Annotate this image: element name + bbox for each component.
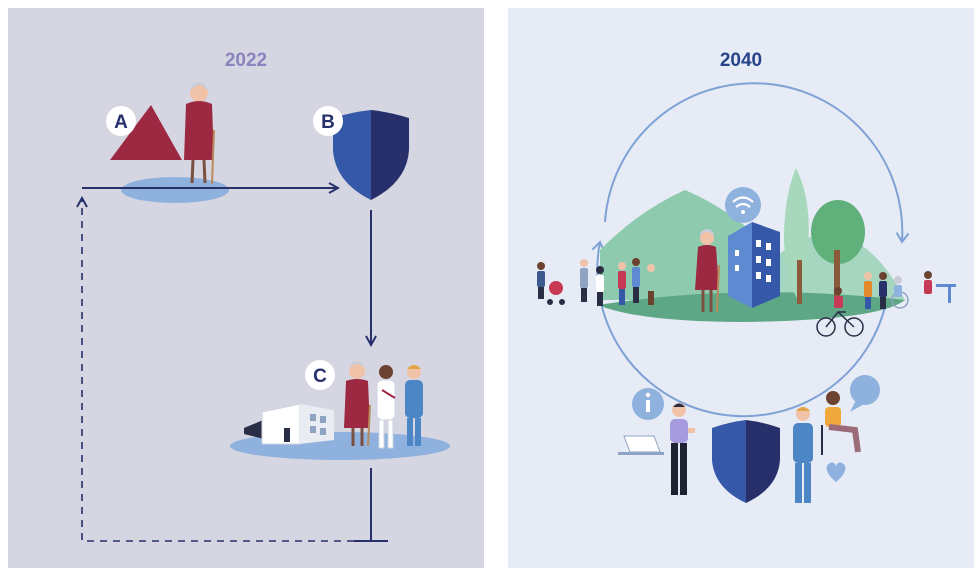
year-2022-label: 2022	[224, 50, 268, 71]
step-c-badge	[305, 360, 335, 390]
nurse-right-figure	[793, 407, 813, 503]
step-a-badge	[106, 106, 136, 136]
process-flow	[82, 177, 450, 542]
cycle-arrow-top	[604, 82, 910, 244]
info-icon	[632, 388, 664, 420]
building-icon	[728, 222, 780, 308]
elderly-patient-figure	[344, 361, 371, 447]
step-a: A	[106, 82, 215, 185]
hospital-icon	[244, 403, 334, 445]
doctor-figure	[376, 365, 396, 449]
elderly-woman-figure	[184, 82, 215, 185]
wifi-icon	[725, 187, 761, 223]
feedback-dashed-loop	[82, 198, 354, 542]
shield-icon	[333, 110, 409, 200]
step-a-letter: A	[114, 112, 128, 133]
step-a-ground	[121, 177, 229, 203]
step-b-badge	[313, 106, 343, 136]
community-scene	[537, 82, 956, 503]
speech-bubble-icon	[850, 375, 880, 412]
man-with-phone-figure	[670, 403, 695, 495]
laptop-icon	[618, 435, 664, 455]
step-b-letter: B	[321, 112, 335, 133]
step-c-letter: C	[313, 366, 327, 387]
year-2040-label: 2040	[719, 50, 763, 71]
people-group-right	[864, 271, 956, 309]
step-b: B	[313, 106, 409, 200]
seated-woman-figure	[821, 391, 861, 455]
cycle-arrow-bottom	[591, 240, 888, 418]
panel-2022: 2022	[8, 8, 484, 568]
trees	[784, 168, 865, 304]
triangle-icon	[110, 105, 182, 160]
shield-icon	[712, 420, 780, 503]
people-group-left	[537, 258, 655, 306]
step-c: C	[244, 360, 423, 449]
cyclist-figure	[816, 287, 864, 337]
heart-icon	[826, 462, 846, 482]
elderly-woman-center-figure	[695, 229, 720, 313]
nurse-figure	[405, 365, 423, 446]
